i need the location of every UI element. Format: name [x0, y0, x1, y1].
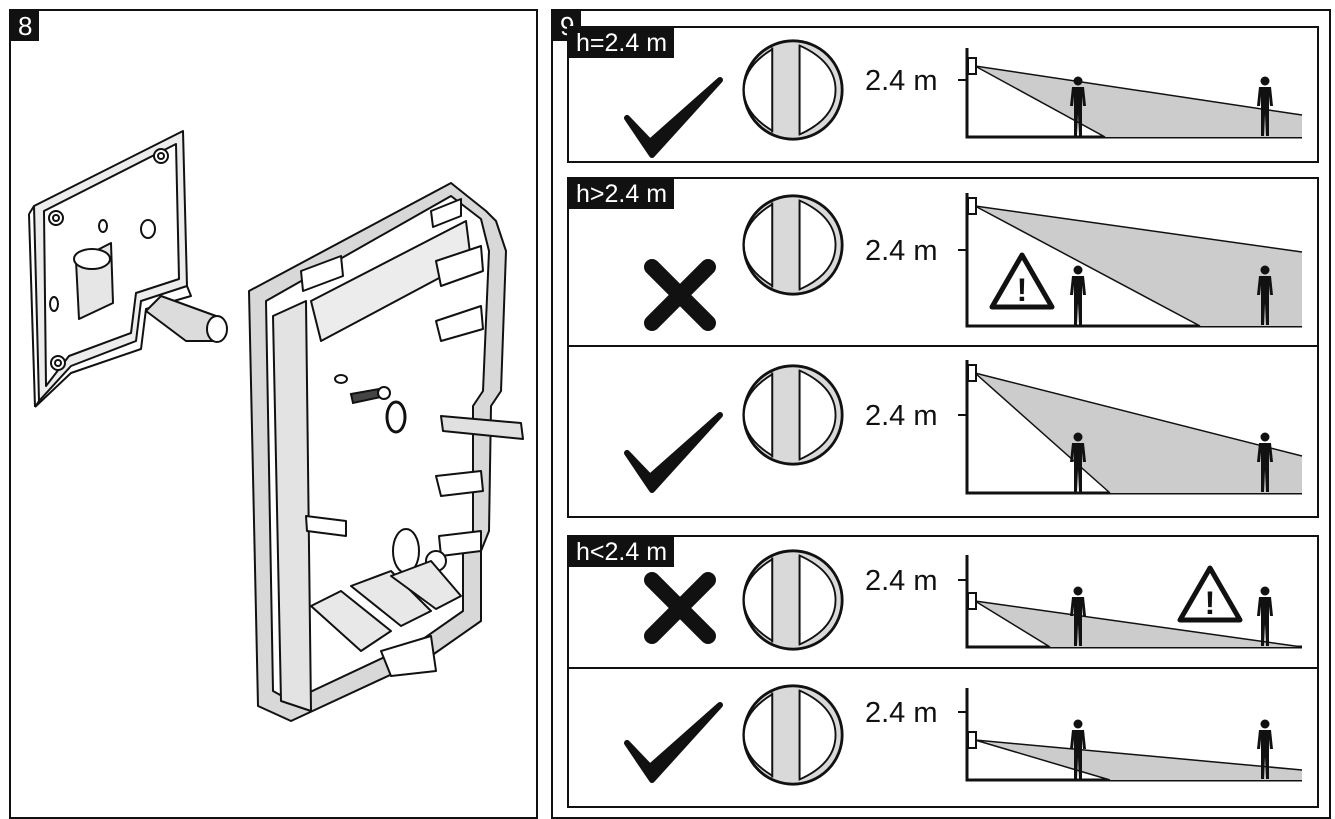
section-divider — [569, 667, 1317, 669]
wall-bracket — [28, 130, 228, 408]
section-divider — [569, 345, 1317, 347]
section-h-equal: h=2.4 m — [567, 26, 1319, 163]
detector-base — [248, 182, 524, 722]
section-tag: h>2.4 m — [569, 179, 675, 209]
mounting-bracket-illustration — [28, 130, 524, 722]
section-h-less: h<2.4 m — [567, 535, 1319, 808]
section-h-greater: h>2.4 m — [567, 177, 1319, 518]
section-tag: h<2.4 m — [569, 537, 675, 567]
section-tag: h=2.4 m — [569, 28, 675, 58]
figure-8-number: 8 — [11, 11, 40, 41]
figure-8-panel: 8 — [9, 9, 538, 819]
screw — [349, 386, 407, 434]
